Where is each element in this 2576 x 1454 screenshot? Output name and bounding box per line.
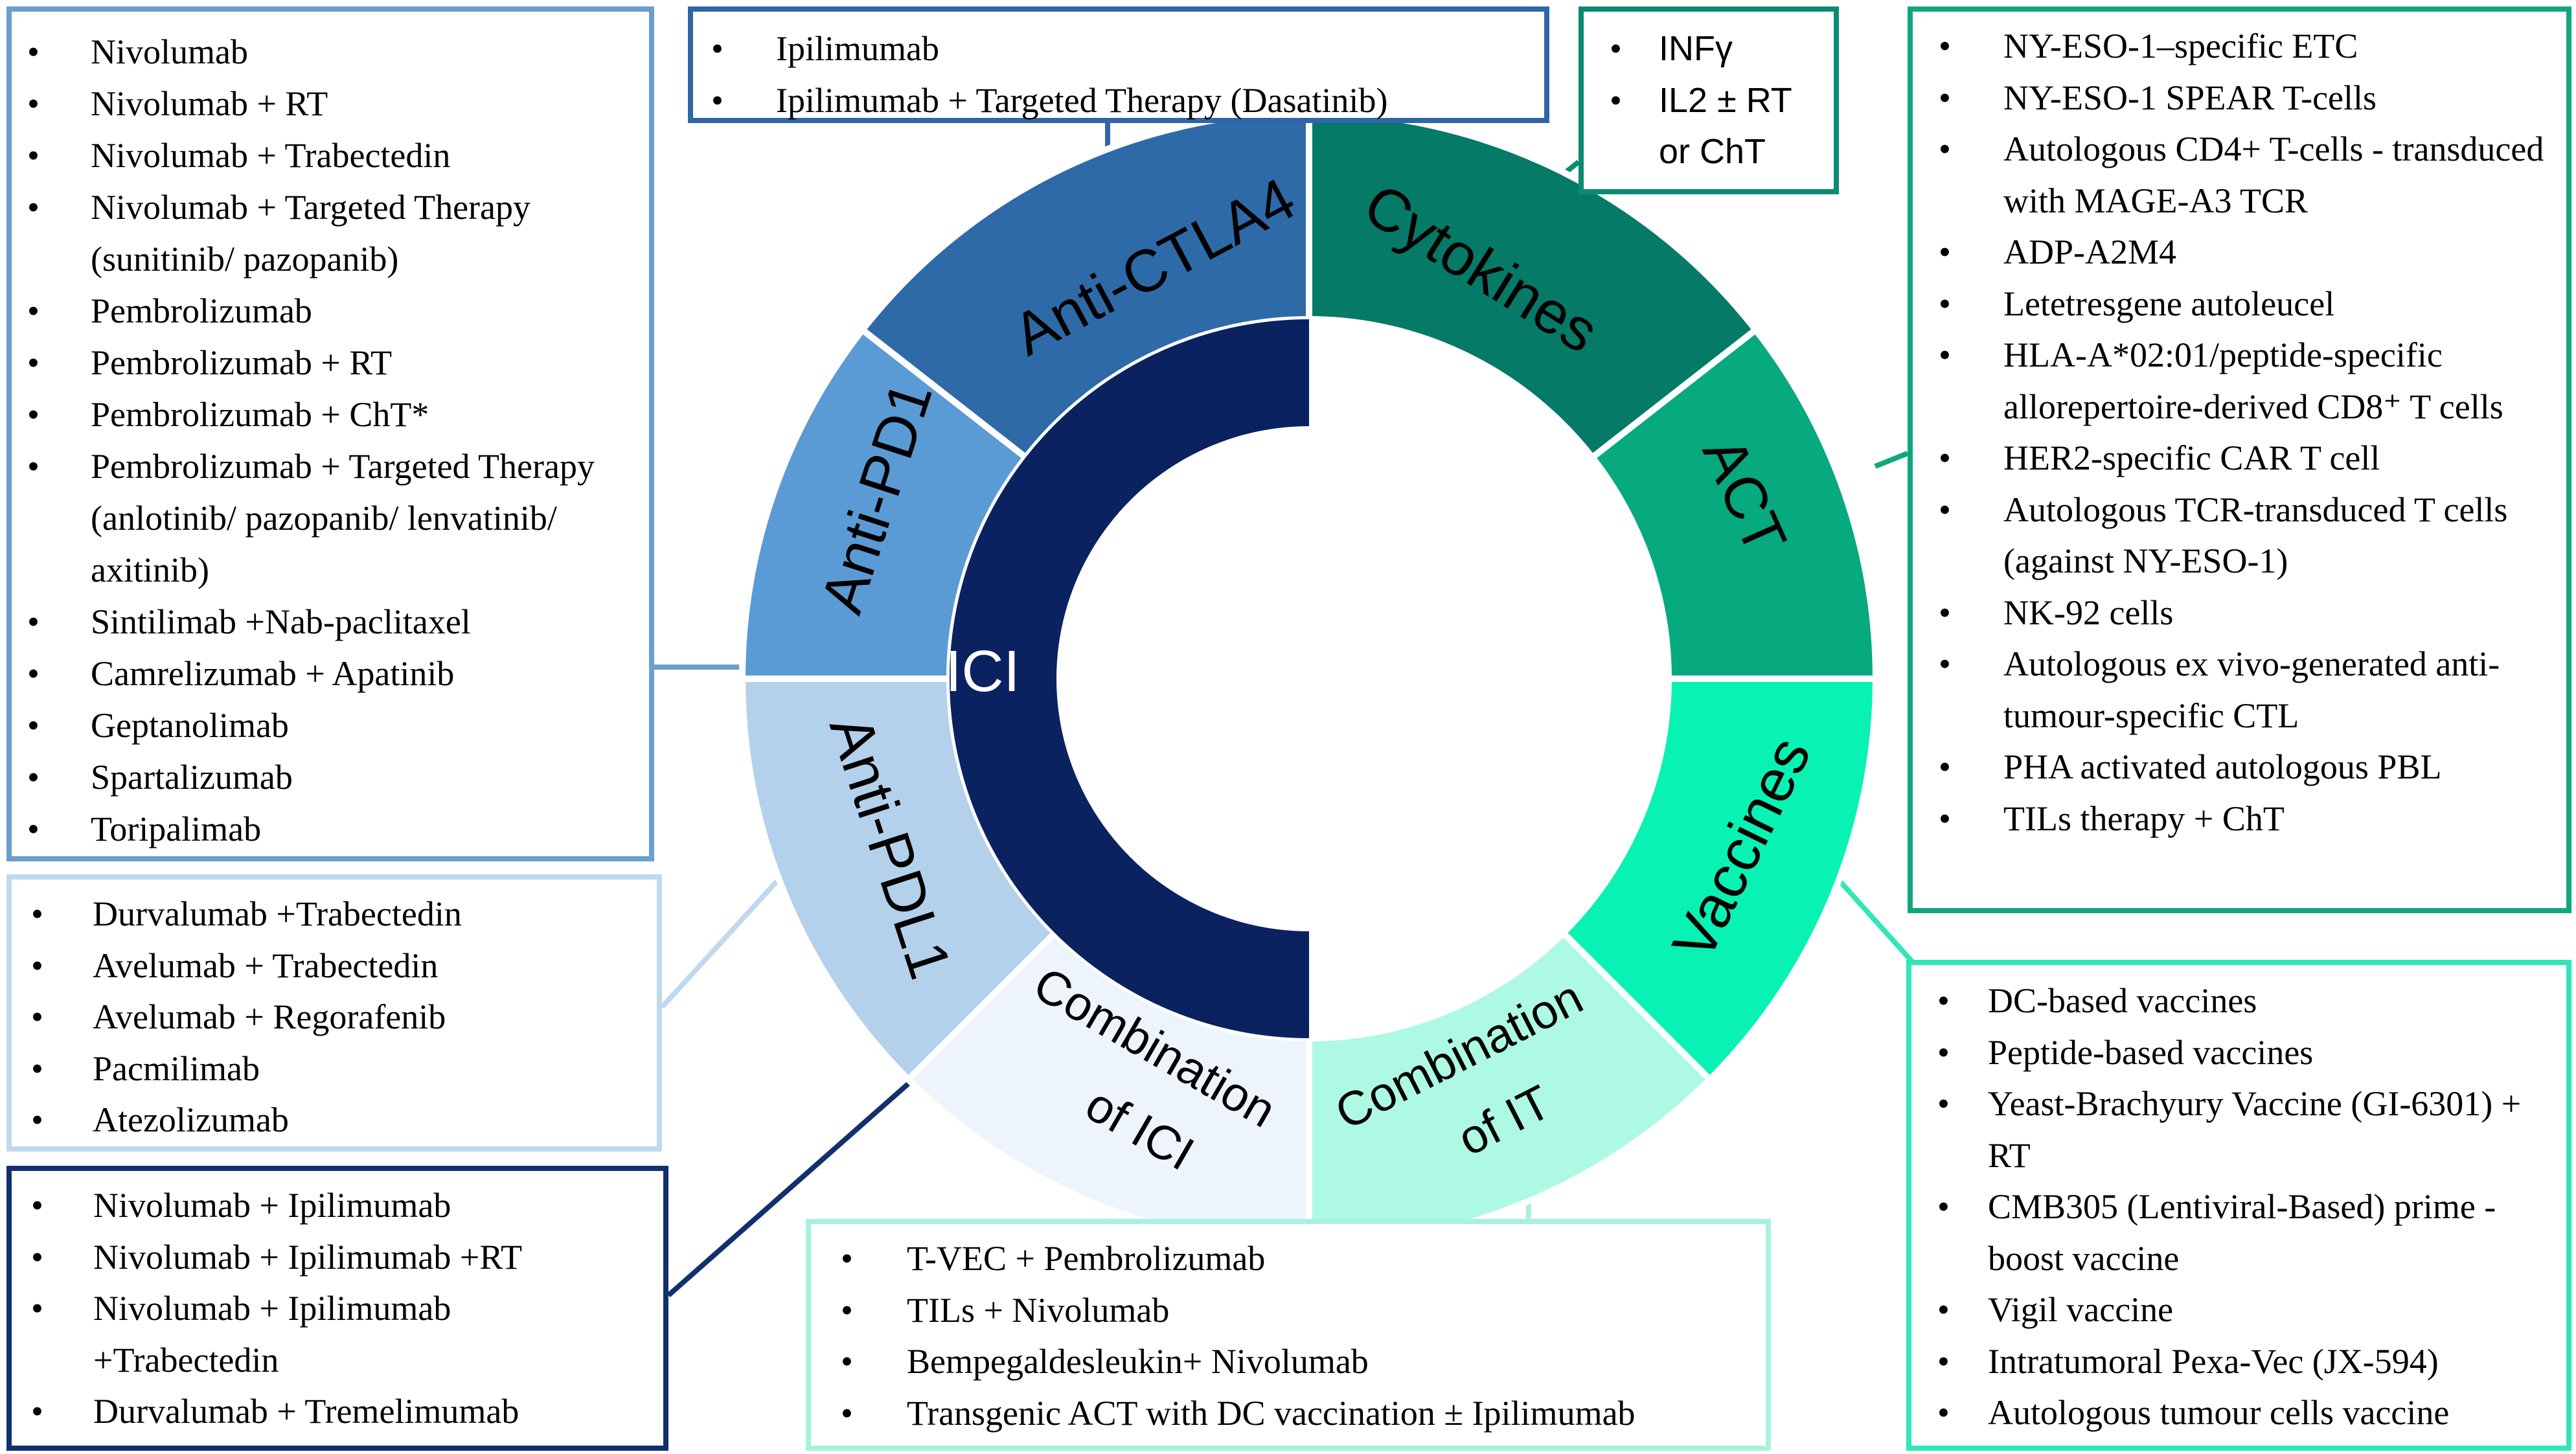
list-item: Pembrolizumab + Targeted Therapy (anloti…	[12, 440, 649, 596]
anti-ctla4-list: Ipilimumab Ipilimumab + Targeted Therapy…	[693, 23, 1544, 126]
list-item: CMB305 (Lentiviral-Based) prime -boost v…	[1911, 1181, 2566, 1284]
ring-segments	[738, 108, 1880, 1249]
segment-cytokines	[1306, 108, 1761, 462]
list-item: Nivolumab + Ipilimumab	[12, 1180, 663, 1232]
list-item: Autologous TCR-transduced T cells (again…	[1913, 484, 2566, 587]
list-item: Transgenic ACT with DC vaccination ± Ipi…	[811, 1388, 1766, 1440]
list-item: Autologous ex vivo-generated anti-tumour…	[1913, 639, 2566, 742]
list-item: Spartalizumab	[12, 751, 649, 803]
list-item: Toripalimab	[12, 803, 649, 855]
connector-anti-pdl1	[660, 879, 779, 1009]
connector-combination-ici	[667, 1060, 935, 1297]
list-item: Camrelizumab + Apatinib	[12, 648, 649, 699]
act-box: NY-ESO-1–specific ETC NY-ESO-1 SPEAR T-c…	[1908, 6, 2571, 913]
vaccines-box: DC-based vaccines Peptide-based vaccines…	[1906, 960, 2571, 1451]
list-item: Ipilimumab	[693, 23, 1544, 75]
anti-pdl1-box: Durvalumab +Trabectedin Avelumab + Trabe…	[6, 874, 662, 1152]
combination-ici-list: Nivolumab + Ipilimumab Nivolumab + Ipili…	[12, 1180, 663, 1438]
list-item: Ipilimumab + Targeted Therapy (Dasatinib…	[693, 75, 1544, 127]
segment-act	[1588, 325, 1880, 682]
anti-pd1-box: Nivolumab Nivolumab + RT Nivolumab + Tra…	[6, 6, 654, 861]
list-item: Nivolumab	[12, 26, 649, 78]
list-item: TILs + Nivolumab	[811, 1285, 1766, 1337]
list-item: Sintilimab +Nab-paclitaxel	[12, 596, 649, 648]
list-item: Letetresgene autoleucel	[1913, 278, 2566, 330]
list-item: IL2 ± RT or ChT	[1584, 75, 1834, 178]
list-item: Pembrolizumab + ChT*	[12, 389, 649, 440]
list-item: INFγ	[1584, 23, 1834, 75]
ici-core	[950, 319, 1562, 1038]
list-item: Peptide-based vaccines	[1911, 1027, 2566, 1079]
list-item: Pembrolizumab	[12, 285, 649, 337]
connector-act	[1874, 451, 1909, 469]
list-item: Autologous tumour cells vaccine	[1911, 1387, 2566, 1439]
list-item: Autologous CD4+ T-cells - transduced wit…	[1913, 124, 2566, 227]
list-item: NY-ESO-1–specific ETC	[1913, 21, 2566, 73]
list-item: Durvalumab +Trabectedin	[12, 889, 657, 940]
anti-pd1-list: Nivolumab Nivolumab + RT Nivolumab + Tra…	[12, 26, 649, 855]
list-item: Avelumab + Trabectedin	[12, 940, 657, 992]
combination-it-list: T-VEC + Pembrolizumab TILs + Nivolumab B…	[811, 1233, 1766, 1439]
list-item: Nivolumab + RT	[12, 78, 649, 130]
list-item: T-VEC + Pembrolizumab	[811, 1233, 1766, 1285]
list-item: Pacmilimab	[12, 1043, 657, 1095]
ring-hole	[1056, 426, 1562, 931]
list-item: ADP-A2M4	[1913, 227, 2566, 278]
segment-vaccines	[1558, 676, 1880, 1084]
list-item: Geptanolimab	[12, 699, 649, 751]
list-item: Nivolumab + Ipilimumab +Trabectedin	[12, 1283, 663, 1386]
list-item: PHA activated autologous PBL	[1913, 742, 2566, 793]
cytokines-list: INFγ IL2 ± RT or ChT	[1584, 23, 1834, 178]
list-item: NY-ESO-1 SPEAR T-cells	[1913, 73, 2566, 124]
cytokines-box: INFγ IL2 ± RT or ChT	[1579, 6, 1839, 194]
list-item: Avelumab + Regorafenib	[12, 992, 657, 1043]
combination-it-box: T-VEC + Pembrolizumab TILs + Nivolumab B…	[806, 1219, 1771, 1451]
list-item: Yeast-Brachyury Vaccine (GI-6301) + RT	[1911, 1078, 2566, 1181]
connector-vaccines	[1838, 879, 1916, 966]
act-list: NY-ESO-1–specific ETC NY-ESO-1 SPEAR T-c…	[1913, 21, 2566, 845]
list-item: HLA-A*02:01/peptide-specific alloreperto…	[1913, 330, 2566, 433]
list-item: Pembrolizumab + RT	[12, 337, 649, 389]
list-item: Durvalumab + Tremelimumab	[12, 1386, 663, 1438]
ici-center-label: ICI	[945, 639, 1020, 704]
list-item: Vigil vaccine	[1911, 1284, 2566, 1336]
list-item: DC-based vaccines	[1911, 975, 2566, 1027]
list-item: NK-92 cells	[1913, 587, 2566, 639]
combination-ici-box: Nivolumab + Ipilimumab Nivolumab + Ipili…	[6, 1166, 668, 1451]
anti-ctla4-box: Ipilimumab Ipilimumab + Targeted Therapy…	[688, 6, 1549, 126]
list-item: Nivolumab + Trabectedin	[12, 130, 649, 181]
list-item: Atezolizumab	[12, 1095, 657, 1146]
list-item: TILs therapy + ChT	[1913, 793, 2566, 845]
anti-pdl1-list: Durvalumab +Trabectedin Avelumab + Trabe…	[12, 889, 657, 1146]
list-item: HER2-specific CAR T cell	[1913, 433, 2566, 484]
list-item: Nivolumab + Targeted Therapy (sunitinib/…	[12, 181, 649, 285]
list-item: Nivolumab + Ipilimumab +RT	[12, 1232, 663, 1284]
list-item: Bempegaldesleukin+ Nivolumab	[811, 1336, 1766, 1388]
vaccines-list: DC-based vaccines Peptide-based vaccines…	[1911, 975, 2566, 1439]
list-item: Intratumoral Pexa-Vec (JX-594)	[1911, 1336, 2566, 1388]
